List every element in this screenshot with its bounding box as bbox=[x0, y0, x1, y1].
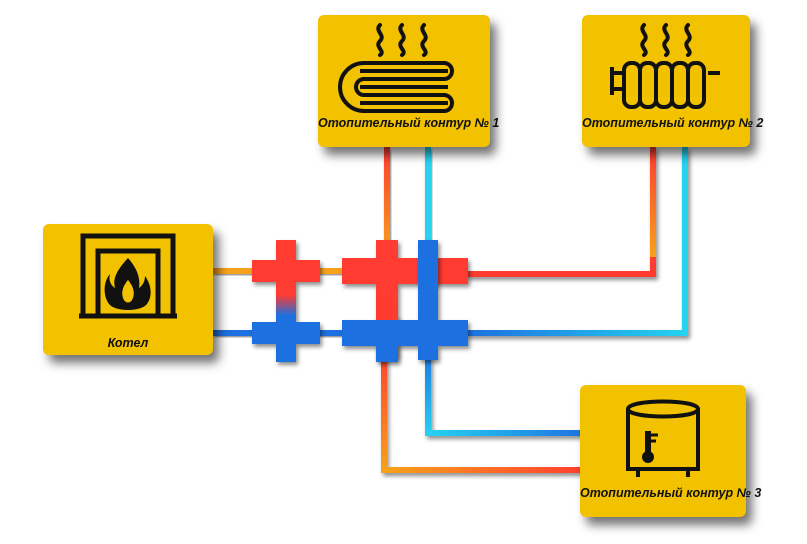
cold-manifold bbox=[342, 240, 468, 362]
circuit3-card[interactable]: Отопительный контур № 3 bbox=[580, 385, 762, 517]
water-heater-icon bbox=[626, 399, 700, 477]
floor-heating-icon bbox=[338, 23, 454, 113]
circuit3-label: Отопительный контур № 3 bbox=[580, 486, 762, 500]
boiler-icon bbox=[79, 233, 177, 319]
boiler-return-pipe bbox=[212, 330, 272, 336]
circuit2-supply-pipe bbox=[465, 147, 656, 277]
circuit2-label: Отопительный контур № 2 bbox=[582, 116, 764, 130]
boiler-supply-pipe bbox=[212, 268, 272, 274]
circuit2-card[interactable]: Отопительный контур № 2 bbox=[582, 15, 764, 147]
circuit1-supply-pipe bbox=[384, 147, 390, 257]
radiator-icon bbox=[610, 23, 720, 109]
circuit1-label: Отопительный контур № 1 bbox=[318, 116, 500, 130]
circuit3-return-pipe bbox=[425, 345, 590, 436]
return-link-pipe bbox=[300, 330, 360, 336]
circuit1-return-pipe bbox=[425, 147, 431, 257]
circuit3-supply-pipe bbox=[381, 345, 590, 473]
circuit1-card[interactable]: Отопительный контур № 1 bbox=[318, 15, 500, 147]
supply-link-pipe bbox=[300, 268, 360, 274]
boiler-label: Котел bbox=[107, 336, 149, 350]
boiler-card[interactable]: Котел bbox=[43, 224, 213, 355]
boiler-tee bbox=[252, 240, 320, 362]
